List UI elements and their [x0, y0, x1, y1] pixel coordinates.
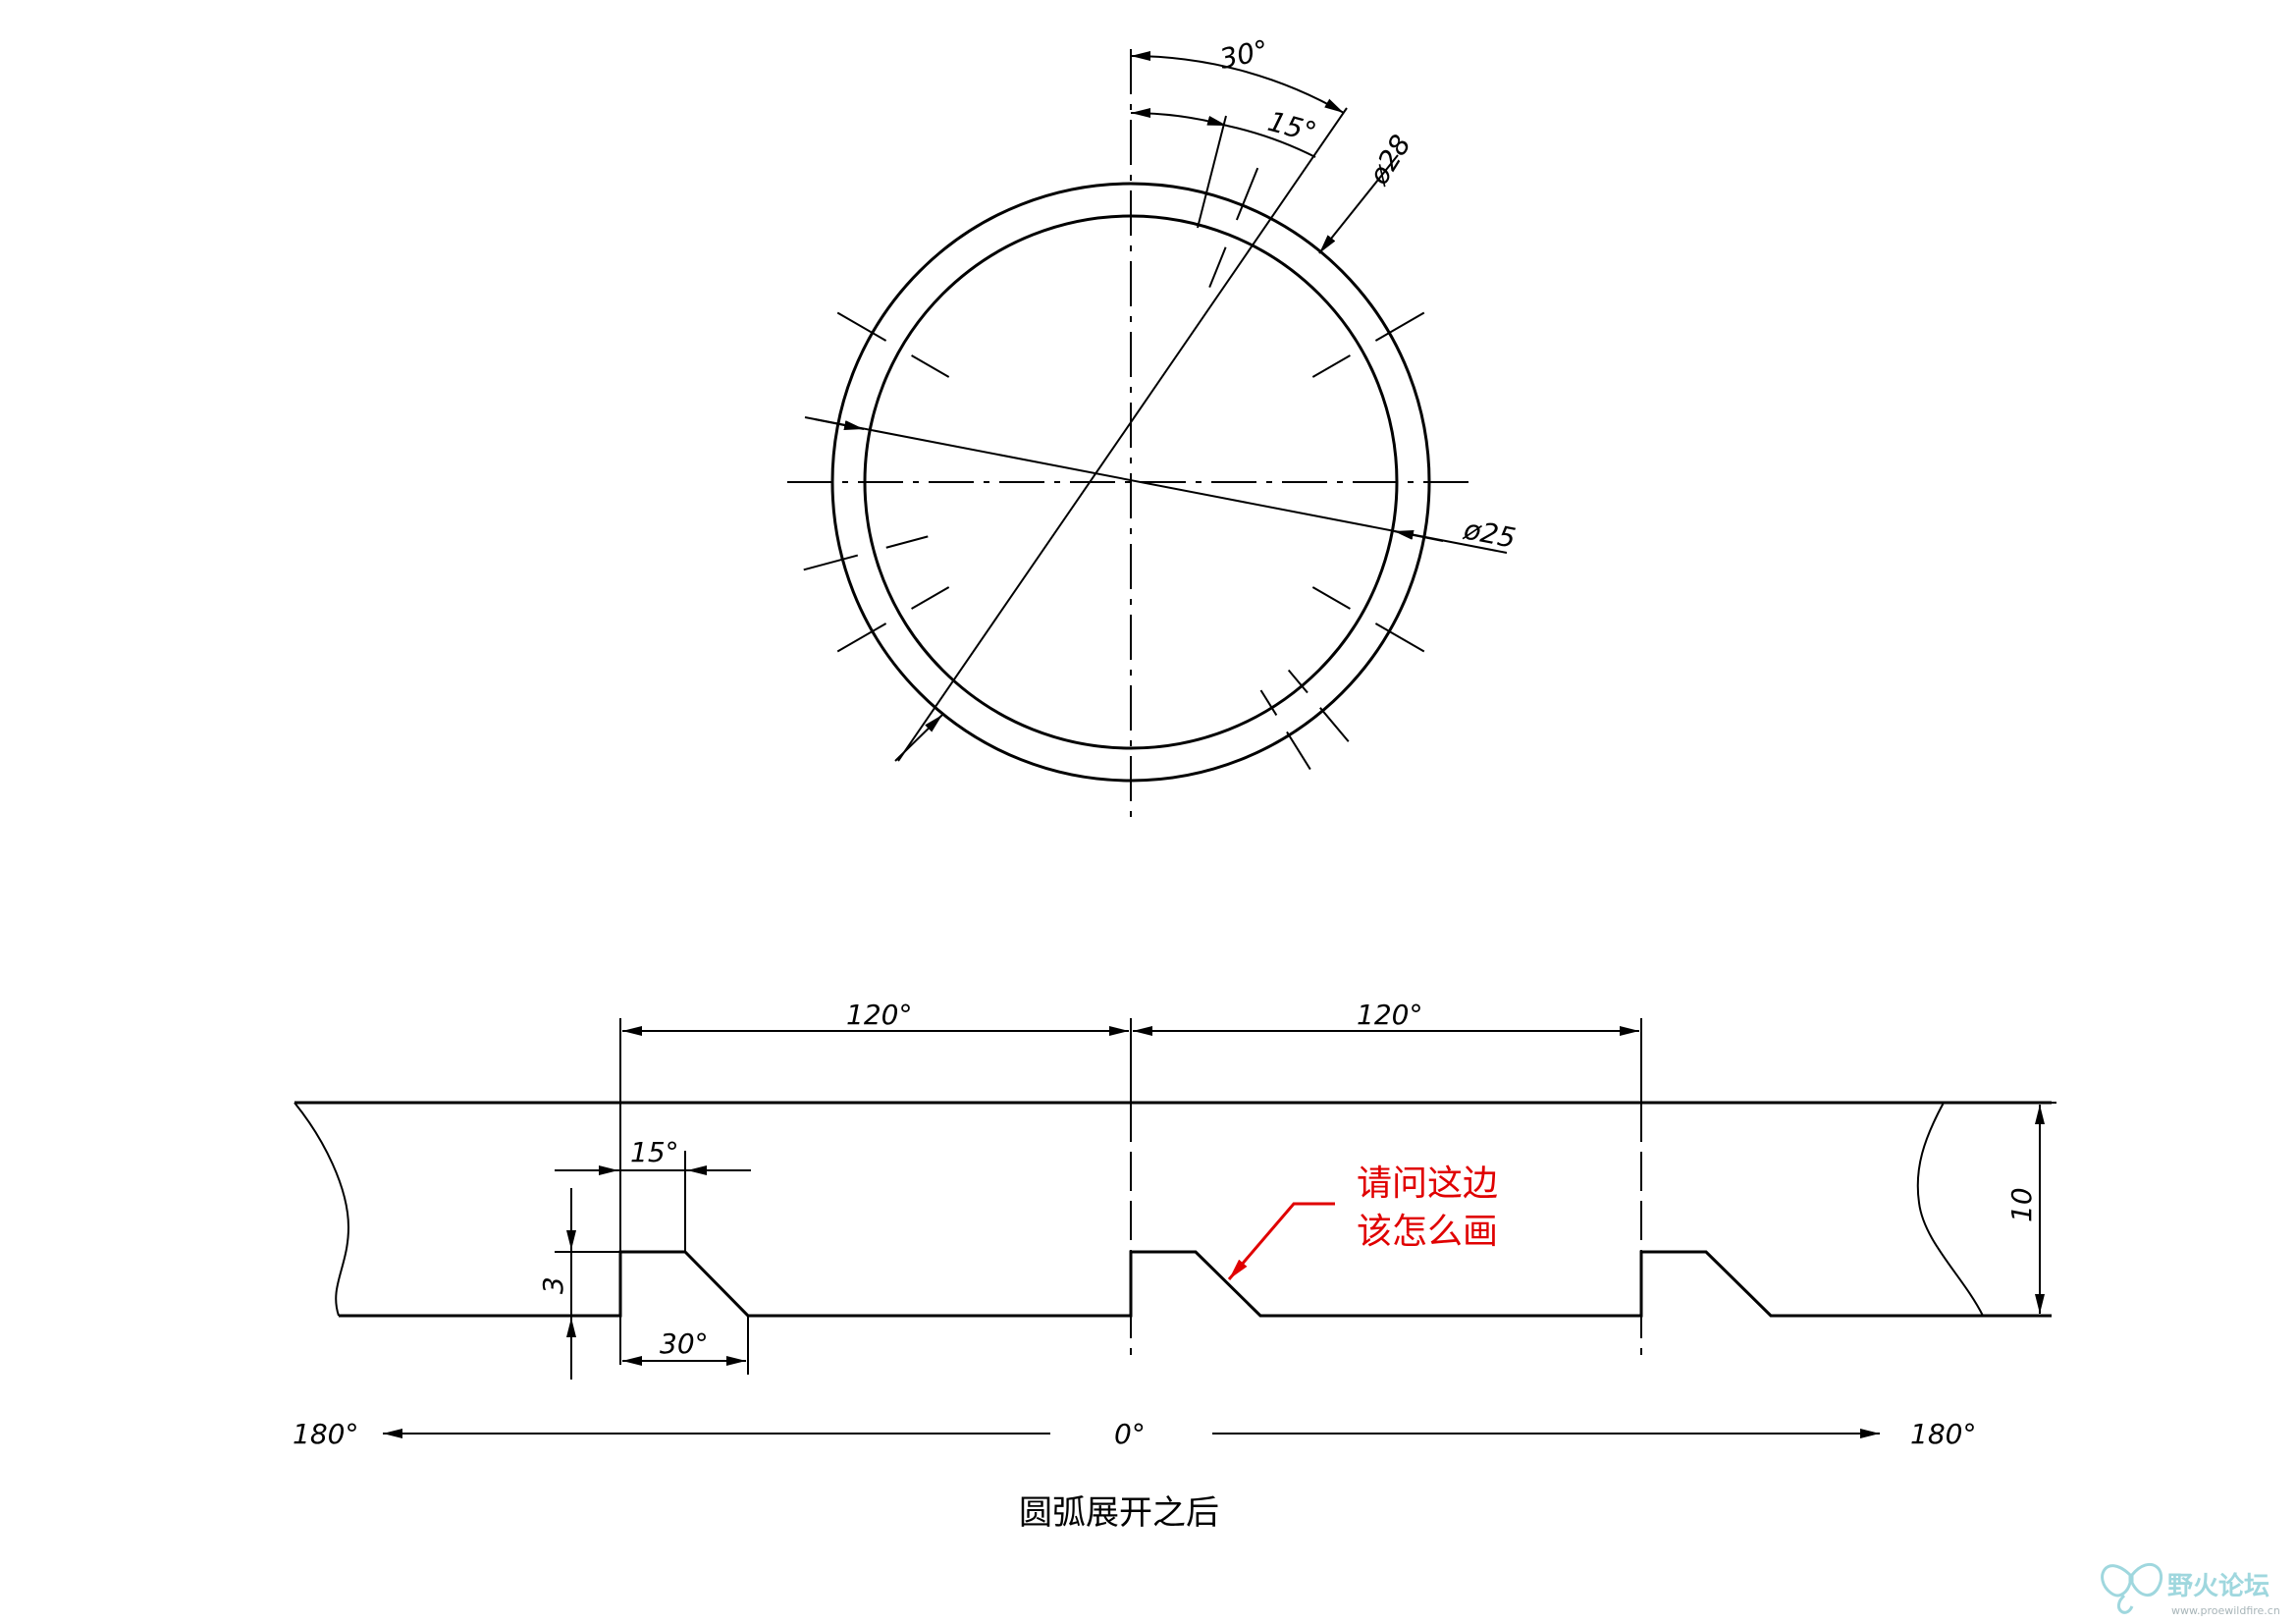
butterfly-logo-icon	[2101, 1562, 2163, 1614]
tick-mark	[836, 311, 887, 342]
arc-15deg-ext	[1226, 125, 1316, 158]
tick-mark	[1259, 689, 1278, 716]
development-view	[294, 1101, 2052, 1318]
phi28-leader-upper	[1318, 154, 1399, 254]
phi28-leader-lower	[894, 714, 943, 762]
tick-mark	[885, 535, 929, 549]
tick-mark	[1311, 586, 1351, 610]
tick-mark	[911, 586, 950, 610]
dim-3	[555, 1188, 620, 1380]
watermark: 野火论坛 www.proewildfire.cn	[2101, 1562, 2280, 1617]
fifteen-deg-ref-line	[1197, 115, 1227, 229]
dim-15-label: 15°	[630, 1136, 679, 1168]
dim-3-label: 3	[537, 1276, 569, 1294]
tick-mark	[1374, 311, 1425, 342]
dim-120-left-label: 120°	[846, 999, 912, 1031]
phi25-label: ø25	[1461, 513, 1519, 555]
scale-label-180-left: 180°	[293, 1418, 358, 1450]
dim-10	[2035, 1102, 2056, 1314]
left-break-line	[294, 1102, 350, 1317]
angle-dimensions	[1130, 50, 1345, 158]
dim-30-label: 30°	[660, 1327, 709, 1360]
scale-label-0: 0°	[1114, 1418, 1146, 1450]
note-line-2: 该怎么画	[1357, 1212, 1498, 1252]
watermark-name: 野火论坛	[2167, 1572, 2269, 1601]
angle-30-label: 30°	[1217, 33, 1271, 76]
phi28-label: ø28	[1362, 129, 1416, 190]
strip-profile	[339, 1250, 2052, 1318]
tick-mark	[803, 554, 859, 571]
tick-mark	[1235, 167, 1259, 221]
center-lines	[787, 49, 1472, 825]
tick-mark	[836, 623, 887, 653]
phi25-arrow-left	[814, 418, 865, 430]
arc-30deg	[1130, 50, 1345, 114]
phi25-diameter-line	[804, 416, 1508, 554]
phi25-arrow-right	[1393, 530, 1444, 542]
scale-label-180-right: 180°	[1910, 1418, 1976, 1450]
tick-mark	[1286, 731, 1311, 771]
watermark-url: www.proewildfire.cn	[2171, 1604, 2280, 1617]
note-line-1: 请问这边	[1357, 1164, 1498, 1204]
figure-caption: 圆弧展开之后	[1019, 1493, 1219, 1533]
tick-mark	[1319, 707, 1350, 742]
angle-reference-lines	[619, 1018, 1642, 1375]
phi28-dimension	[894, 107, 1399, 762]
tick-mark	[1287, 669, 1308, 694]
phi28-diameter-line	[897, 107, 1348, 762]
tick-mark	[911, 354, 950, 378]
angle-15-label: 15°	[1264, 105, 1319, 149]
right-break-line	[1916, 1102, 1984, 1317]
tick-mark	[1208, 246, 1227, 288]
circle-tick-marks	[803, 167, 1425, 771]
tick-mark	[1374, 623, 1425, 653]
tick-mark	[1311, 354, 1351, 378]
note-leader	[1227, 1202, 1335, 1280]
dim-10-label: 10	[2005, 1187, 2038, 1222]
dim-120-right-label: 120°	[1357, 999, 1422, 1031]
arc-15deg	[1130, 108, 1228, 127]
phi25-dimension	[804, 416, 1508, 554]
question-note: 请问这边 该怎么画	[1227, 1164, 1498, 1280]
